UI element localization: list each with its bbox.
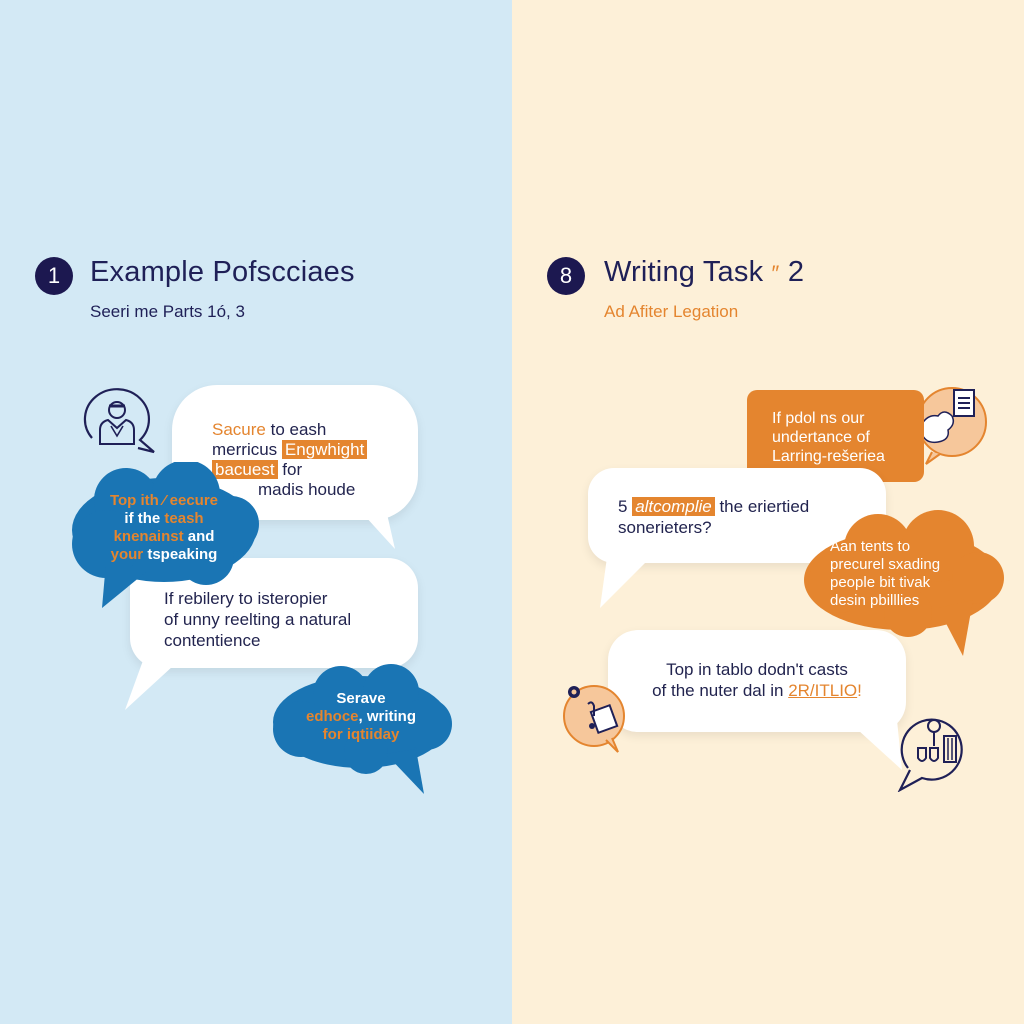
text: your <box>110 546 144 563</box>
highlight-word: altcomplie <box>632 497 715 516</box>
text: If rebilery to isteropier <box>164 589 328 608</box>
text: Larring-rešeriea <box>772 448 885 465</box>
title-number: 2 <box>787 256 805 288</box>
text: people bit tivak <box>830 574 931 591</box>
section-subtitle: Seeri me Parts 1ó, 3 <box>90 302 245 321</box>
text: knenainst <box>113 528 184 545</box>
orange-cloud-bubble <box>804 510 1004 656</box>
bubble-tail <box>847 720 902 770</box>
text: Top in tablo dodn't casts <box>666 660 848 679</box>
text: of unny reelting a natural <box>164 610 352 629</box>
section-number-badge: 8 <box>547 257 585 295</box>
text: contentience <box>164 631 261 650</box>
text: desin pbilllies <box>830 592 920 609</box>
text: for <box>277 460 303 479</box>
title-text: Writing Task <box>604 256 764 288</box>
text: for iqtiiday <box>322 726 400 743</box>
text: to eash <box>265 420 327 439</box>
notebook-gear-icon <box>563 685 625 753</box>
text: Top ith ⁄ eecure <box>109 492 219 509</box>
speech-bubble-2 <box>608 630 906 732</box>
highlight-link[interactable]: 2R/ITLIO <box>788 681 858 700</box>
section-number-badge: 1 <box>35 257 73 295</box>
teacher-speech-icon <box>83 388 155 454</box>
section-title: Writing Task ″ 2 <box>604 256 804 289</box>
bubble-1-text: Sacure to eash merricus Engwhight bacues… <box>212 420 368 500</box>
text: of the nuter dal in <box>652 681 789 700</box>
bubble-2-text: Top in tablo dodn't casts of the nuter d… <box>608 659 906 701</box>
left-panel: 1 Example Pofscciaes Seeri me Parts 1ó, … <box>0 0 512 1024</box>
orange-callout-box <box>747 390 924 482</box>
text: If pdol ns our <box>772 410 865 427</box>
text: undertance of <box>772 429 870 446</box>
text: precurel sxading <box>830 556 941 573</box>
text: the eriertied <box>714 497 810 516</box>
text: ! <box>857 681 862 700</box>
section-title: Example Pofscciaes <box>90 256 355 288</box>
text: Serave <box>336 690 386 707</box>
highlight-word: bacuest <box>212 460 278 479</box>
text: merricus <box>212 440 282 459</box>
bubble-tail <box>125 655 185 710</box>
blue-cloud-bubble-2 <box>273 664 452 794</box>
text: sonerieters? <box>618 518 712 537</box>
right-panel: 8 Writing Task ″ 2 Ad Afiter Legation If… <box>512 0 1024 1024</box>
bubble-tail <box>355 505 395 549</box>
orange-callout-text: If pdol ns our undertance of Larring-reš… <box>772 409 885 466</box>
document-hand-icon <box>917 387 987 465</box>
bubble-tail <box>600 550 658 608</box>
text: tspeaking <box>143 546 218 563</box>
text: , writing <box>358 708 417 725</box>
title-mark: ″ <box>771 261 780 286</box>
text: if the <box>124 510 165 527</box>
bubble-1-text: 5 altcomplie the eriertied sonerieters? <box>618 496 809 538</box>
highlight-word: Sacure <box>212 420 266 439</box>
blue-cloud-bubble-1 <box>72 462 259 608</box>
blue-cloud-1-text: Top ith ⁄ eecure if the teash knenainst … <box>82 492 246 564</box>
text: teash <box>164 510 204 527</box>
section-subtitle: Ad Afiter Legation <box>604 302 739 321</box>
text: Aan tents to <box>830 538 911 555</box>
highlight-word: Engwhight <box>281 440 368 459</box>
science-experiment-icon <box>897 718 963 792</box>
blue-cloud-2-text: Serave edhoce, writing for iqtiiday <box>286 690 436 744</box>
orange-cloud-text: Aan tents to precurel sxading people bit… <box>830 538 980 610</box>
text: 5 <box>618 497 633 516</box>
text: edhoce <box>305 708 359 725</box>
text: and <box>183 528 215 545</box>
bubble-2-text: If rebilery to isteropier of unny reelti… <box>164 588 351 651</box>
text: madis houde <box>258 480 356 499</box>
